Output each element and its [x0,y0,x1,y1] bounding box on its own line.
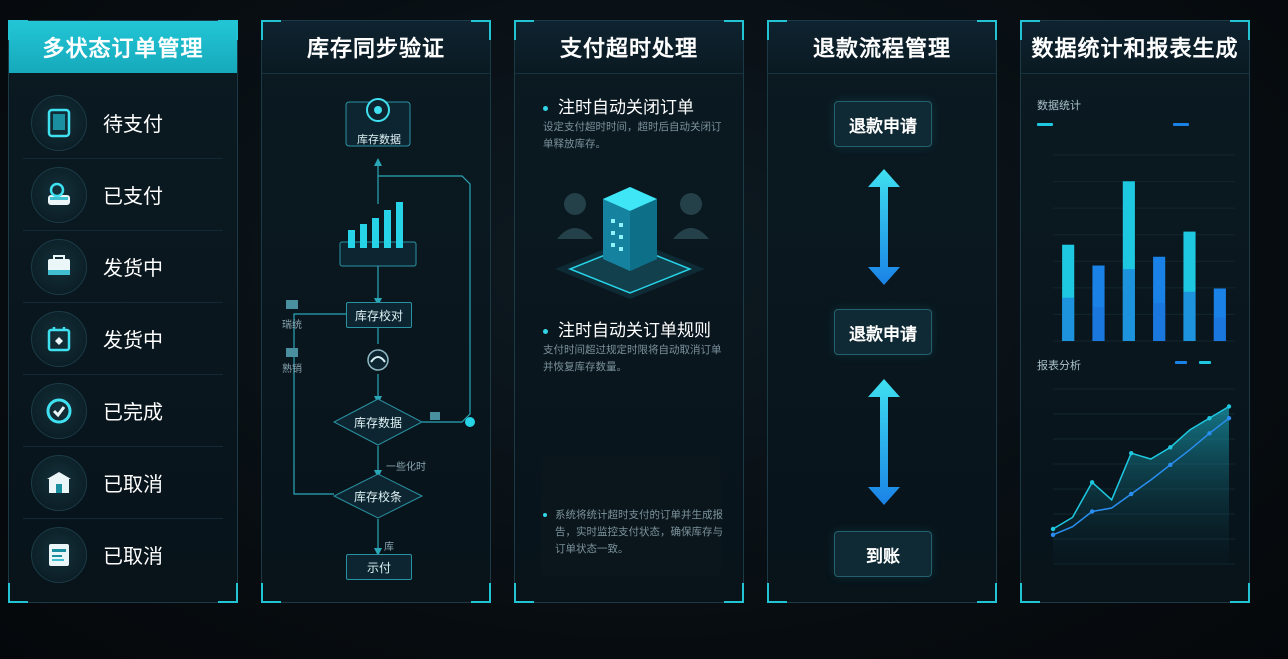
flow-diamond-1-label: 库存数据 [353,415,402,430]
double-arrow-icon-2 [868,379,900,505]
area-point [1226,404,1232,409]
bar-chart-title: 数据统计 [1037,99,1081,112]
status-item-pending[interactable]: 待支付 [23,87,223,159]
area-point [1168,462,1173,468]
inventory-sync-title: 库存同步验证 [262,21,490,74]
status-item-cancelled[interactable]: 已取消 [23,447,223,519]
area-point [1089,509,1095,514]
side-icon-2 [286,348,298,357]
area-chart-title: 报表分析 [1037,359,1081,372]
bar-chart-legend-1 [1037,123,1057,126]
status-label: 已支付 [103,184,163,208]
sync-node-icon [367,349,389,371]
side-icon-3 [430,412,440,420]
area-point [1168,445,1173,450]
order-status-title: 多状态订单管理 [9,21,237,73]
bottom-flow-label: 库 [384,542,394,553]
timeout-bullet-2: 注时自动关订单规则 [543,316,711,341]
bar-chart-legend-2 [1173,123,1193,126]
double-arrow-icon [868,169,900,285]
status-label: 已取消 [103,472,163,496]
flow-box-top: 库存数据 [357,133,401,146]
status-label: 已取消 [103,544,163,568]
bar-chart [1053,154,1235,342]
area-point [1050,526,1056,532]
status-label: 发货中 [103,328,163,352]
area-series-line [1052,405,1230,530]
package-icon [31,310,87,367]
shipping-box-icon [31,238,87,295]
report-bg-block [541,457,721,577]
flow-connectors [286,98,475,556]
status-label: 发货中 [103,256,163,280]
refund-process-title: 退款流程管理 [768,21,996,74]
side-label-bottom: 熟销 [282,364,302,375]
area-point [1050,532,1056,538]
side-icon-4 [465,417,475,427]
inventory-sync-panel: 库存同步验证 [261,20,491,603]
area-point [1207,415,1212,421]
check-badge-icon [31,382,87,439]
refund-arrived-button[interactable]: 到账 [834,531,932,577]
timeout-desc-2: 支付时间超过规定时限将自动取消订单并恢复库存数量。 [543,344,722,373]
bar-shade [1153,303,1166,341]
refund-process-panel: 退款流程管理 退款申请 退款申请 到账 [767,20,997,603]
database-icon [345,98,411,147]
status-label: 已完成 [103,400,163,424]
data-stats-title: 数据统计和报表生成 [1021,21,1249,74]
area-series-line [1052,417,1230,536]
tablet-icon [31,94,87,151]
side-icon-1 [286,300,298,309]
inventory-flowchart: 库存数据 库存校对 库存数据 库存校条 示付 瑞统 熟销 一些化时 库 [262,74,490,604]
timeout-bullet-1: 注时自动关闭订单 [543,93,694,118]
area-point [1089,480,1095,485]
server-illustration [555,187,709,299]
area-point [1226,415,1232,421]
flow-diamond-2-label: 库存校条 [353,489,402,504]
payment-icon [31,166,87,223]
flow-box-mid: 库存校对 [346,302,412,328]
timeout-desc-3: 系统将统计超时支付的订单并生成报告，实时监控支付状态，确保库存与订单状态一致。 [543,507,727,558]
status-item-completed[interactable]: 已完成 [23,375,223,447]
bar-shade [1092,307,1105,341]
bar-shade [1213,317,1226,341]
inventory-bar-icon [339,202,417,267]
decision-diamond-2 [332,473,424,519]
bar-shade [1183,291,1196,341]
receipt-icon [31,526,87,583]
decision-diamond-1 [332,398,424,446]
status-list: 待支付 已支付 发货中 发货中 已完成 [9,73,237,590]
timeout-desc-1: 设定支付超时时间，超时后自动关闭订单释放库存。 [543,121,722,150]
refund-review-button[interactable]: 退款申请 [834,309,932,355]
status-item-cancelled-2[interactable]: 已取消 [23,519,223,590]
flow-box-bottom: 示付 [346,554,412,580]
area-point [1129,491,1134,497]
area-fill [1053,406,1229,564]
bar-shade [1122,269,1135,341]
refund-request-button[interactable]: 退款申请 [834,101,932,147]
area-point [1207,431,1212,436]
status-item-paid[interactable]: 已支付 [23,159,223,231]
area-point [1129,450,1134,456]
area-chart-legend [1175,361,1215,364]
store-icon [31,454,87,511]
payment-timeout-panel: 支付超时处理 注时自动关闭订单 设定支付超时时间，超时后自动关闭订单释放库存。 … [514,20,744,603]
status-item-shipping-2[interactable]: 发货中 [23,303,223,375]
bar-shade [1062,297,1075,341]
area-chart [1050,388,1235,565]
data-stats-panel: 数据统计和报表生成 数据统计 报表分析 [1020,20,1250,603]
payment-timeout-title: 支付超时处理 [515,21,743,74]
side-label-top: 瑞统 [282,320,302,331]
status-label: 待支付 [103,112,163,136]
mid-flow-label: 一些化时 [386,462,426,473]
order-status-panel: 多状态订单管理 待支付 已支付 发货中 发货中 [8,20,238,603]
status-item-shipping[interactable]: 发货中 [23,231,223,303]
